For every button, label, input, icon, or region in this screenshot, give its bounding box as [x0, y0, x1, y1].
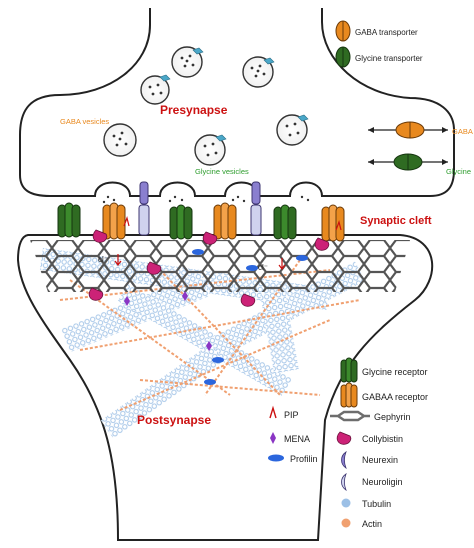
neurexin-neuroligin-1	[138, 181, 150, 236]
chloride-label-1: cl⁻	[98, 255, 108, 264]
gephyrin-lattice	[30, 240, 410, 292]
glycine-transporter-legend-icon	[335, 46, 351, 68]
neurexin-legend-icon	[341, 450, 347, 470]
gaba-a-receptor-legend-icon	[340, 382, 358, 408]
gaba-a-receptor-legend-label: GABAA receptor	[362, 392, 428, 402]
chloride-label-2: cl⁻	[258, 263, 268, 272]
collybistin-legend-icon	[336, 431, 352, 445]
gaba-vesicle	[171, 46, 204, 78]
neuroligin-legend-icon	[341, 472, 347, 492]
gaba-transporter-legend-label: GABA transporter	[355, 28, 418, 37]
actin-legend-label: Actin	[362, 519, 382, 529]
glycine-receptor-3	[273, 204, 297, 240]
glycine-vesicle	[103, 123, 137, 157]
gaba-transporter-legend-icon	[335, 20, 351, 42]
collybistin-legend-label: Collybistin	[362, 434, 403, 444]
gephyrin-legend-label: Gephyrin	[374, 412, 411, 422]
gaba-a-receptor-1	[102, 202, 126, 240]
neurexin-legend-label: Neurexin	[362, 455, 398, 465]
gaba-vesicle	[242, 56, 275, 88]
gaba-a-receptor-3	[321, 204, 345, 242]
glycine-receptor-1	[57, 202, 81, 238]
mena-legend-label: MENA	[284, 434, 310, 444]
glycine-vesicles-label: Glycine vesicles	[195, 167, 249, 176]
profilin-legend-label: Profilin	[290, 454, 318, 464]
profilin-icon	[192, 249, 308, 385]
collybistin-icon	[88, 229, 330, 307]
gaba-a-receptor-2	[213, 202, 237, 240]
tubulin-legend-label: Tubulin	[362, 499, 391, 509]
postsynapse-label: Postsynapse	[137, 413, 211, 427]
glycine-receptor-2	[169, 204, 193, 240]
chloride-arrow-2	[278, 258, 286, 270]
presynapse-label: Presynapse	[160, 103, 228, 117]
actin-legend-icon	[341, 518, 351, 528]
pip-legend-icon	[269, 405, 277, 419]
glycine-flux-label: Glycine	[446, 167, 471, 176]
pip-legend-label: PIP	[284, 410, 299, 420]
gaba-flux-label: GABA	[452, 127, 473, 136]
synaptic-cleft-label: Synaptic cleft	[360, 215, 432, 227]
mena-icon	[124, 291, 212, 351]
glycine-transporter-legend-label: Glycine transporter	[355, 54, 423, 63]
gaba-transporter-icon	[368, 121, 448, 139]
neurexin-neuroligin-2	[250, 181, 262, 236]
gephyrin-legend-icon	[330, 410, 370, 422]
chloride-arrow-1	[114, 254, 122, 266]
glycine-transporter-icon	[368, 153, 448, 171]
neuroligin-legend-label: Neuroligin	[362, 477, 403, 487]
tubulin-legend-icon	[341, 498, 351, 508]
glycine-receptor-legend-label: Glycine receptor	[362, 367, 428, 377]
pip-icon	[123, 215, 342, 231]
released-transmitter	[102, 195, 310, 204]
profilin-legend-icon	[268, 454, 284, 462]
gaba-vesicles-label: GABA vesicles	[60, 117, 109, 126]
gaba-vesicle	[276, 114, 309, 146]
glycine-vesicle	[194, 134, 227, 166]
gaba-vesicle	[140, 74, 171, 105]
mena-legend-icon	[270, 432, 276, 444]
glycine-receptor-legend-icon	[340, 357, 358, 383]
